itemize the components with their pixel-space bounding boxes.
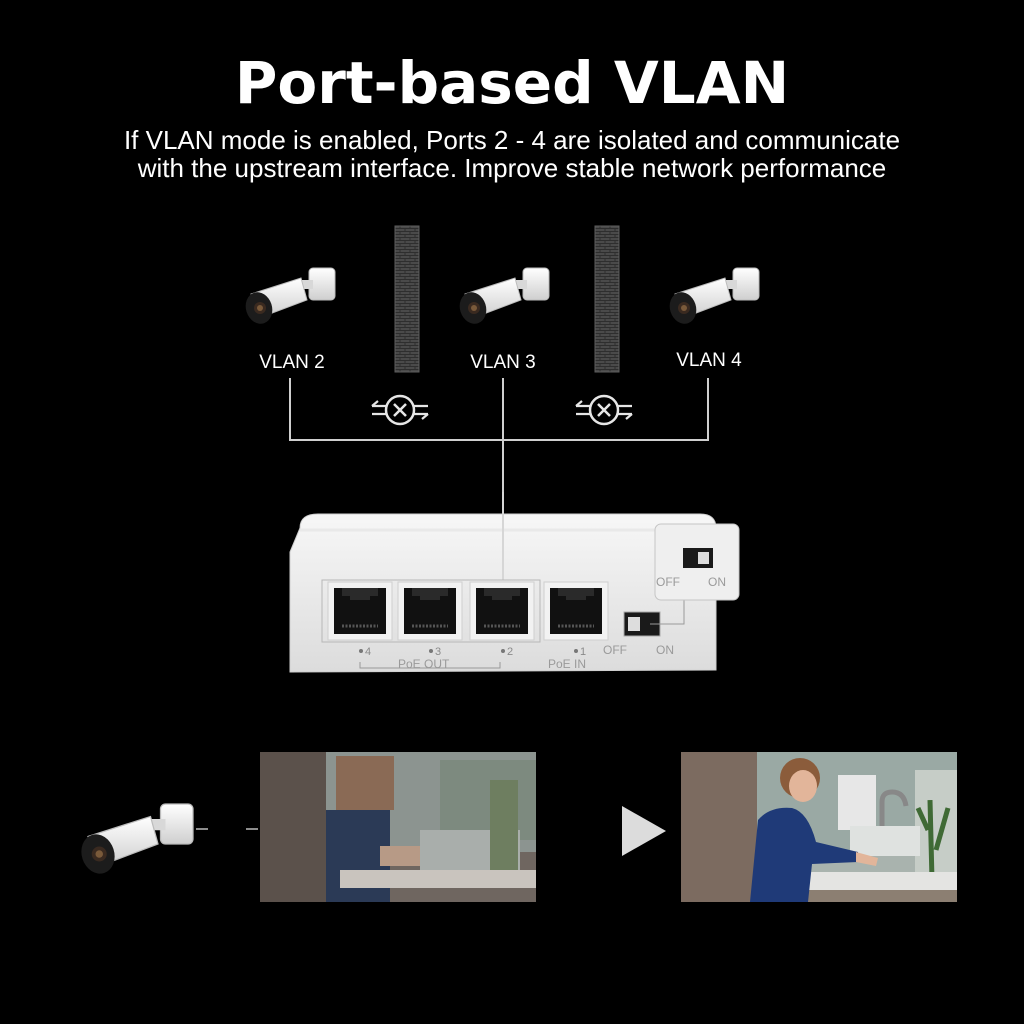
poe-out-label: PoE OUT bbox=[398, 657, 450, 671]
pixelated-video-frame bbox=[260, 752, 536, 902]
blocked-signal-icon bbox=[574, 394, 634, 426]
subtitle-line-1: If VLAN mode is enabled, Ports 2 - 4 are… bbox=[123, 125, 901, 155]
page-title: Port-based VLAN bbox=[234, 49, 790, 117]
play-arrow-icon bbox=[622, 806, 666, 856]
port-4-label: 4 bbox=[365, 646, 372, 658]
security-camera-icon bbox=[241, 267, 336, 328]
security-camera-icon bbox=[75, 803, 194, 879]
blocked-signal-icon bbox=[370, 394, 430, 426]
brick-wall-icon bbox=[594, 225, 620, 373]
subtitle: If VLAN mode is enabled, Ports 2 - 4 are… bbox=[60, 126, 964, 182]
vlan-3-label: VLAN 3 bbox=[470, 352, 536, 373]
poe-switch bbox=[289, 492, 740, 673]
rj45-port-2 bbox=[468, 580, 536, 642]
security-camera-icon bbox=[665, 267, 760, 328]
vlan-4-label: VLAN 4 bbox=[676, 350, 742, 371]
port-3-label: 3 bbox=[435, 646, 442, 658]
security-camera-icon bbox=[455, 267, 550, 328]
inset-off-label: OFF bbox=[656, 575, 680, 589]
vlan-2-label: VLAN 2 bbox=[259, 352, 325, 373]
subtitle-line-2: with the upstream interface. Improve sta… bbox=[137, 153, 887, 183]
clear-video-frame bbox=[681, 752, 957, 902]
rj45-port-1 bbox=[542, 580, 610, 642]
inset-on-label: ON bbox=[708, 575, 726, 589]
port-2-label: 2 bbox=[507, 646, 514, 658]
vlan-connection-line bbox=[289, 378, 709, 441]
rj45-port-4 bbox=[326, 580, 394, 642]
brick-wall-icon bbox=[394, 225, 420, 373]
port-1-label: 1 bbox=[580, 646, 587, 658]
rj45-port-3 bbox=[396, 580, 464, 642]
switch-on-label: ON bbox=[656, 643, 674, 657]
poe-in-label: PoE IN bbox=[548, 657, 587, 671]
switch-off-label: OFF bbox=[603, 643, 627, 657]
